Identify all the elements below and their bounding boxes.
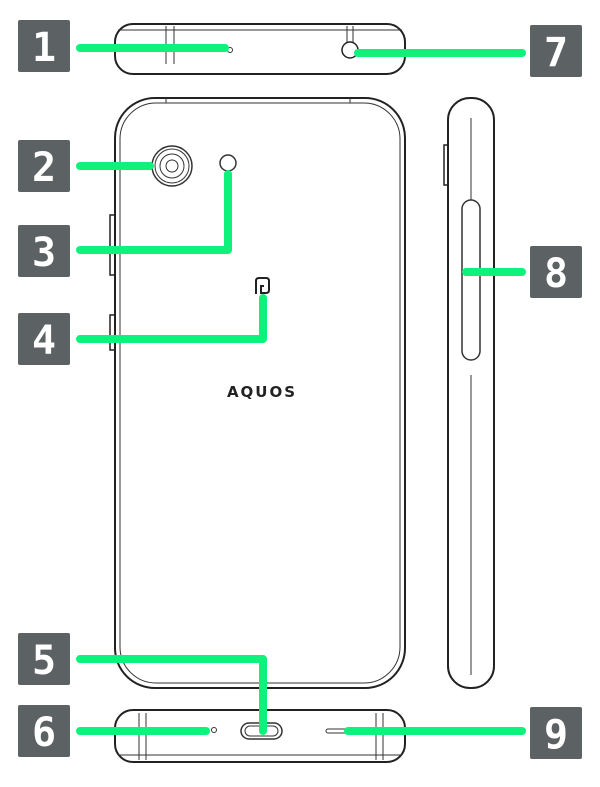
callout-badge-2: 2 [18,140,70,192]
callout-line-4 [76,294,267,343]
badge-number: 7 [544,30,568,76]
phone-side-view [443,97,495,689]
badge-number: 6 [32,710,56,756]
callout-badge-9: 9 [530,707,582,759]
badge-number: 9 [544,712,568,758]
badge-number: 8 [544,251,568,297]
callout-line-5 [76,655,267,735]
badge-number: 3 [32,230,56,276]
badge-number: 4 [32,318,56,364]
callout-badge-7: 7 [530,25,582,77]
callout-badge-3: 3 [18,225,70,277]
callout-lines [76,44,526,735]
phone-back-view: AQUOS [109,97,406,689]
callout-line-3 [76,170,232,254]
nfc-icon [255,277,270,294]
rear-camera [151,145,193,187]
callout-badge-8: 8 [530,246,582,298]
aquos-logo: AQUOS [227,383,297,401]
callout-badge-6: 6 [18,705,70,757]
callout-badge-4: 4 [18,313,70,365]
badge-number: 5 [32,638,56,684]
bottom-microphone-hole [211,727,217,733]
callout-badge-5: 5 [18,633,70,685]
callout-badge-1: 1 [18,20,70,72]
badge-number: 1 [32,25,56,71]
badge-number: 2 [32,145,56,191]
card-slot-cover [461,199,481,361]
